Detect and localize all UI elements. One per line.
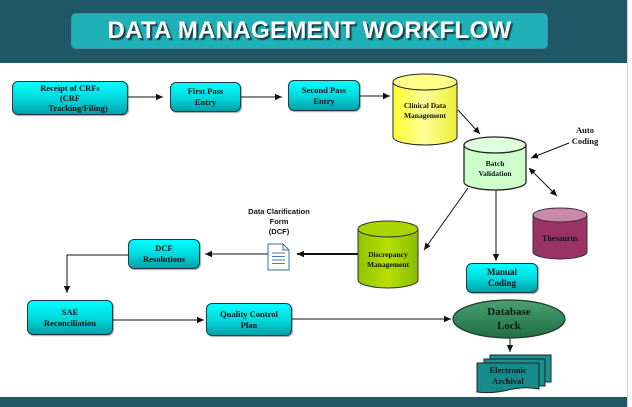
receipt-of-crfs-box: Receipt of CRFs (CRF Tracking/Filing): [12, 81, 128, 115]
discrepancy-label-line1: Discrepancy: [368, 250, 408, 259]
sae-label-line2: Reconciliation: [44, 317, 96, 328]
right-edge: [627, 0, 632, 407]
electronic-archival-label: Electronic Archival: [477, 365, 539, 387]
document-icon: [267, 243, 290, 271]
receipt-label-line2: (CRF: [59, 93, 81, 103]
footer-band: [0, 397, 627, 407]
lock-label-line2: Lock: [497, 320, 521, 332]
dcf-label-line3: (DCF): [268, 227, 290, 236]
arrow-batch-to-discrepancy: [423, 187, 469, 251]
batch-validation-cylinder: [463, 136, 527, 191]
discrepancy-management-cylinder: [357, 220, 419, 289]
dcf-resolutions-label-line1: DCF: [155, 243, 173, 253]
quality-control-plan-box: Quality Control Plan: [206, 303, 292, 336]
manual-coding-label-line1: Manual: [486, 267, 517, 277]
receipt-label-line3: Tracking/Filing): [48, 103, 108, 113]
discrepancy-label: Discrepancy Management: [358, 247, 418, 273]
clinical-data-label: Clinical Data Management: [393, 96, 457, 126]
thesaurus-cylinder: [532, 207, 588, 260]
dcf-label-line1: Data Clarification: [248, 207, 310, 216]
batch-label-line1: Batch: [485, 159, 505, 168]
archival-label-line2: Archival: [492, 376, 524, 386]
title-box: DATA MANAGEMENT WORKFLOW: [71, 13, 548, 49]
first-pass-entry-box: First Pass Entry: [170, 82, 241, 112]
auto-coding-line2: Coding: [571, 136, 599, 146]
arrow-resolutions-to-sae: [63, 254, 128, 293]
header-band: DATA MANAGEMENT WORKFLOW: [0, 0, 627, 63]
batch-validation-label: Batch Validation: [464, 155, 526, 183]
receipt-label-line1: Receipt of CRFs: [40, 83, 100, 93]
second-pass-label-line2: Entry: [313, 95, 335, 106]
manual-coding-label-line2: Coding: [487, 278, 516, 288]
second-pass-entry-box: Second Pass Entry: [288, 80, 360, 111]
database-lock-ellipse: [452, 299, 566, 339]
first-pass-label-line2: Entry: [194, 97, 217, 107]
arrow-auto-coding-to-batch: [530, 142, 570, 159]
auto-coding-line1: Auto: [576, 125, 594, 135]
sae-label-line1: SAE: [61, 306, 79, 317]
clinical-label-line2: Management: [403, 111, 447, 120]
auto-coding-label: Auto Coding: [560, 125, 610, 147]
arrow-batch-thesaurus: [528, 167, 558, 197]
thesaurus-label-text: Thesaurus: [541, 234, 578, 243]
batch-label-line2: Validation: [478, 169, 512, 178]
database-lock-label: Database Lock: [453, 305, 565, 333]
sae-reconciliation-box: SAE Reconciliation: [27, 300, 113, 335]
dcf-resolutions-box: DCF Resolutions: [128, 239, 200, 269]
dcf-label: Data Clarification Form (DCF): [236, 207, 322, 237]
discrepancy-label-line2: Management: [366, 260, 410, 269]
thesaurus-label: Thesaurus: [533, 229, 587, 249]
qc-label-line2: Plan: [240, 319, 258, 330]
archival-label-line1: Electronic: [489, 365, 527, 375]
page-title: DATA MANAGEMENT WORKFLOW: [107, 17, 512, 44]
clinical-data-management-cylinder: [392, 73, 458, 146]
dcf-label-line2: Form: [269, 217, 289, 226]
first-pass-label-line1: First Pass: [187, 86, 224, 96]
arrow-clinical-to-batch: [457, 109, 481, 135]
second-pass-label-line1: Second Pass: [301, 84, 347, 95]
qc-label-line1: Quality Control: [220, 308, 278, 319]
lock-label-line1: Database: [487, 306, 531, 318]
clinical-label-line1: Clinical Data: [403, 101, 447, 110]
dcf-resolutions-label-line2: Resolutions: [142, 254, 186, 264]
manual-coding-box: Manual Coding: [466, 263, 538, 293]
electronic-archival-shape: [476, 354, 552, 394]
